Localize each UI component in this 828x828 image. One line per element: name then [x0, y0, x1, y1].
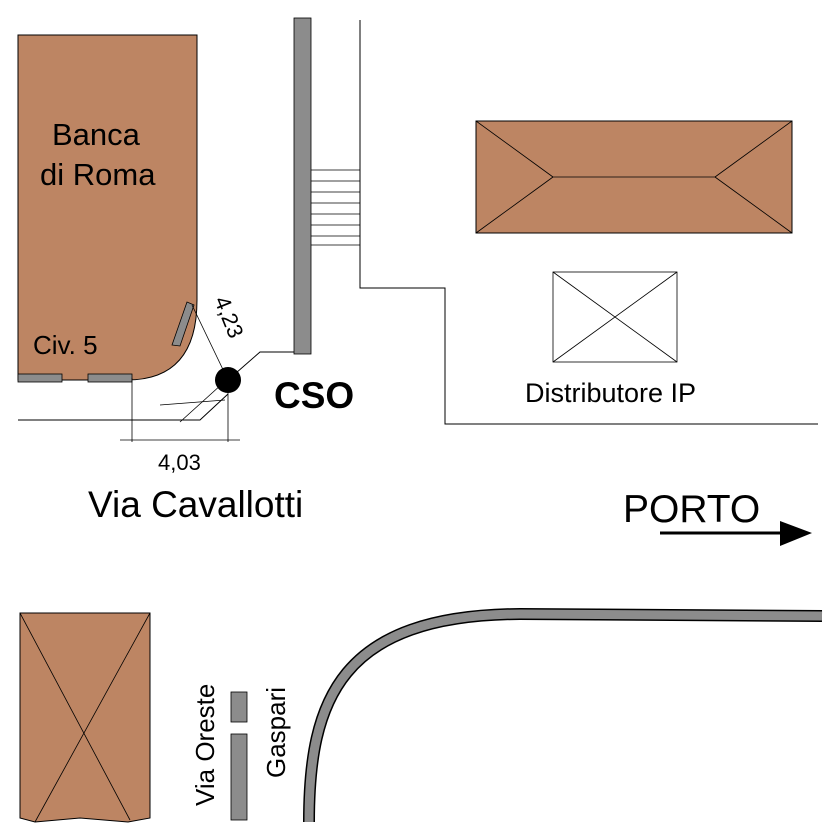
curb-small: [230, 691, 248, 723]
measure-horizontal: 4,03: [158, 450, 201, 475]
curb-long: [230, 733, 248, 821]
stairs-icon: [311, 169, 360, 246]
side-street-line1: Via Oreste: [190, 684, 220, 806]
street-edges: [18, 20, 818, 425]
civic-number: Civ. 5: [33, 330, 98, 360]
wall-strip: [293, 17, 312, 355]
fuel-station-label: Distributore IP: [525, 378, 696, 408]
arrow-right-icon: [660, 521, 812, 546]
street-main-label: Via Cavallotti: [88, 484, 303, 525]
roof-building: [475, 120, 793, 234]
direction-label: PORTO: [623, 488, 760, 531]
bank-building: [17, 34, 198, 383]
bottom-building: [19, 612, 151, 823]
curved-road: [303, 607, 823, 823]
side-street-line2: Gaspari: [261, 687, 291, 778]
bank-name-line1: Banca: [52, 117, 141, 152]
point-label: CSO: [274, 375, 354, 416]
bank-name-line2: di Roma: [40, 157, 156, 192]
measure-diagonal: 4,23: [209, 293, 248, 342]
fuel-station-box: [552, 271, 678, 363]
filled-circle-icon: [215, 367, 241, 393]
